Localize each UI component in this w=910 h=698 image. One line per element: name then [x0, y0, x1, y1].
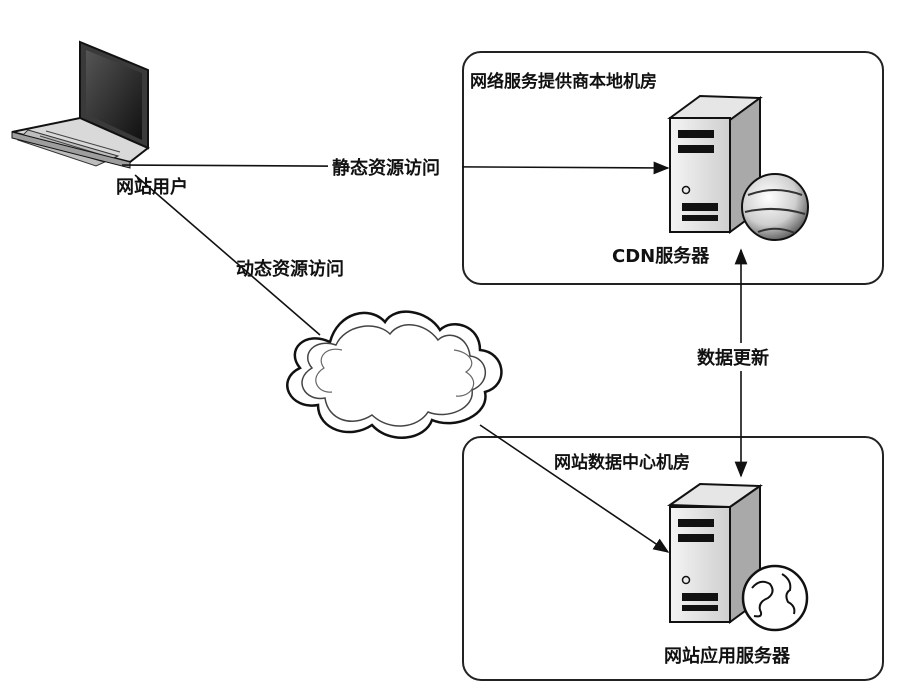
cdn-globe-icon: [741, 173, 809, 241]
laptop-icon: [11, 40, 150, 169]
cdn-room-title: 网络服务提供商本地机房: [470, 71, 657, 92]
datacenter-room-title: 网站数据中心机房: [554, 452, 690, 473]
static-access-label: 静态资源访问: [332, 157, 440, 179]
user-label: 网站用户: [116, 176, 188, 198]
dynamic-access-label: 动态资源访问: [236, 258, 344, 280]
datacenter-room-box: [462, 436, 884, 681]
app-server-label: 网站应用服务器: [664, 645, 791, 667]
cdn-server-label: CDN服务器: [612, 245, 710, 267]
dynamic-access-edge-lower: [479, 424, 670, 553]
data-update-label: 数据更新: [697, 347, 769, 369]
internet-cloud-icon: [286, 310, 503, 439]
cdn-room-box: [462, 51, 884, 285]
app-globe-icon: [741, 564, 809, 632]
dynamic-access-edge-upper: [134, 174, 321, 336]
